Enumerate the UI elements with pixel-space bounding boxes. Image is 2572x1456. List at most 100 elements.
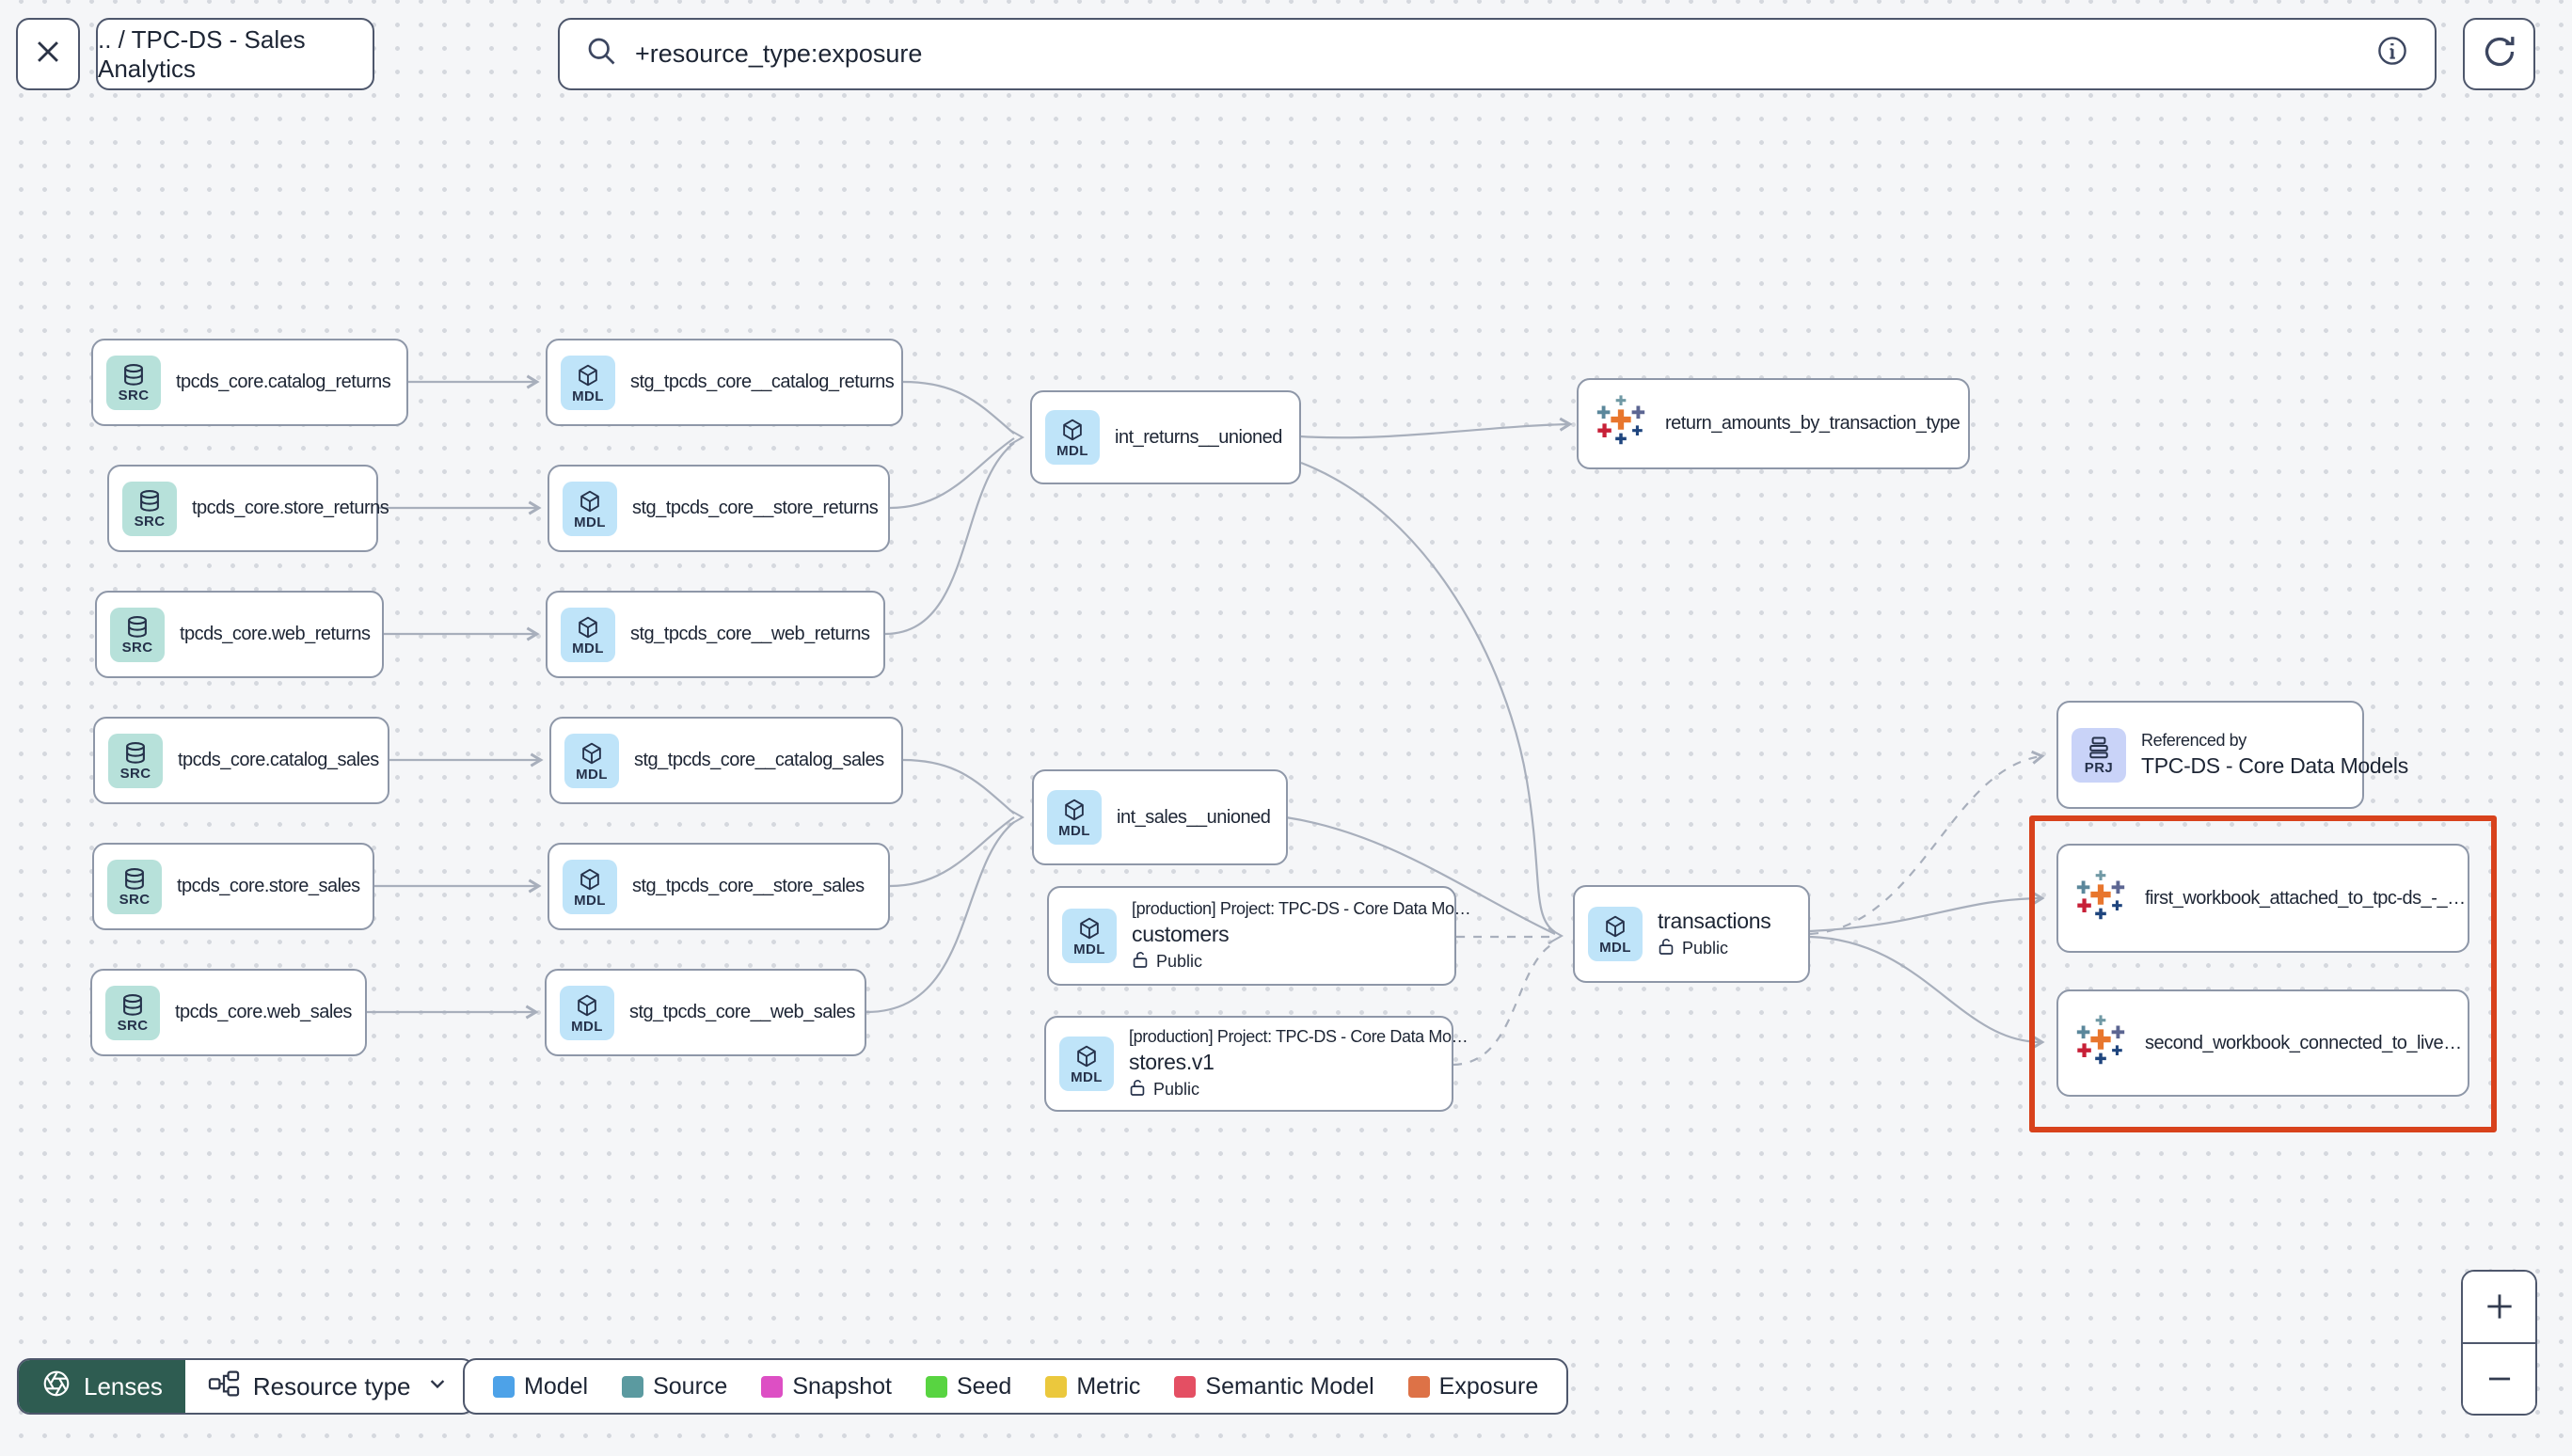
- legend-swatch: [1407, 1375, 1430, 1398]
- graph-node-stg-catalog-sales[interactable]: MDL stg_tpcds_core__catalog_sales: [549, 717, 903, 804]
- resource-type-label: Resource type: [252, 1371, 411, 1401]
- access-label: Public: [1129, 1078, 1468, 1101]
- model-badge-icon: MDL: [1588, 907, 1643, 961]
- source-badge-icon: SRC: [110, 607, 165, 662]
- node-title: int_returns__unioned: [1115, 426, 1282, 448]
- chevron-down-icon: [424, 1370, 451, 1403]
- node-title: tpcds_core.web_sales: [175, 1002, 352, 1022]
- unlock-icon: [1129, 1078, 1146, 1101]
- node-project-label: [production] Project: TPC-DS - Core Data…: [1129, 1026, 1469, 1046]
- model-badge-icon: MDL: [1047, 790, 1102, 845]
- node-title: stg_tpcds_core__web_returns: [630, 624, 870, 644]
- legend-swatch: [925, 1375, 947, 1398]
- node-title: second_workbook_connected_to_live…: [2145, 1032, 2462, 1053]
- graph-node-stg-store-sales[interactable]: MDL stg_tpcds_core__store_sales: [548, 843, 890, 930]
- node-project-label: [production] Project: TPC-DS - Core Data…: [1132, 898, 1471, 918]
- graph-node-mdl-customers[interactable]: MDL [production] Project: TPC-DS - Core D…: [1047, 886, 1471, 986]
- tableau-exposure-icon: [2072, 867, 2130, 930]
- legend-swatch: [1045, 1375, 1068, 1398]
- node-title: transactions: [1658, 908, 1771, 933]
- node-title: tpcds_core.catalog_returns: [176, 372, 391, 392]
- graph-node-src-catalog-returns[interactable]: SRC tpcds_core.catalog_returns: [91, 339, 408, 426]
- model-badge-icon: MDL: [1062, 909, 1117, 963]
- legend-label: Snapshot: [792, 1372, 892, 1400]
- graph-node-src-catalog-sales[interactable]: SRC tpcds_core.catalog_sales: [93, 717, 389, 804]
- node-title: tpcds_core.catalog_sales: [178, 750, 379, 770]
- search-icon: [584, 34, 618, 74]
- tableau-exposure-icon: [1592, 392, 1650, 455]
- unlock-icon: [1132, 950, 1149, 973]
- legend-item-seed: Seed: [925, 1373, 1011, 1401]
- node-title: first_workbook_attached_to_tpc-ds_-_…: [2145, 887, 2466, 909]
- model-badge-icon: MDL: [1059, 1037, 1114, 1091]
- graph-node-int-returns-unioned[interactable]: MDL int_returns__unioned: [1030, 390, 1301, 484]
- zoom-in-button[interactable]: [2463, 1272, 2535, 1342]
- model-badge-icon: MDL: [1045, 410, 1100, 465]
- model-badge-icon: MDL: [563, 859, 617, 914]
- model-badge-icon: MDL: [563, 481, 617, 536]
- graph-node-mdl-stores[interactable]: MDL [production] Project: TPC-DS - Core D…: [1044, 1016, 1469, 1112]
- aperture-icon: [41, 1369, 71, 1405]
- graph-node-prj-referenced[interactable]: PRJ Referenced by TPC-DS - Core Data Model…: [2056, 701, 2408, 809]
- node-title: stg_tpcds_core__store_returns: [632, 498, 879, 518]
- graph-node-src-store-returns[interactable]: SRC tpcds_core.store_returns: [107, 465, 389, 552]
- node-title: stg_tpcds_core__catalog_returns: [630, 372, 895, 392]
- legend-swatch: [761, 1375, 784, 1398]
- access-label: Public: [1658, 937, 1770, 960]
- node-title: tpcds_core.store_returns: [192, 498, 389, 518]
- legend-label: Source: [653, 1372, 728, 1400]
- breadcrumb-label: .. / TPC-DS - Sales Analytics: [98, 24, 306, 83]
- minus-icon: [2488, 1377, 2510, 1381]
- search-input[interactable]: +resource_type:exposure: [558, 18, 2437, 90]
- legend-item-exposure: Exposure: [1407, 1373, 1538, 1401]
- legend-swatch: [622, 1375, 644, 1398]
- node-title: TPC-DS - Core Data Models: [2141, 753, 2408, 778]
- graph-node-int-sales-unioned[interactable]: MDL int_sales__unioned: [1032, 769, 1288, 865]
- refresh-button[interactable]: [2463, 18, 2535, 90]
- legend-item-snapshot: Snapshot: [761, 1373, 892, 1401]
- resource-type-dropdown[interactable]: Resource type: [185, 1369, 473, 1404]
- graph-node-exp-first-workbook[interactable]: first_workbook_attached_to_tpc-ds_-_…: [2056, 844, 2469, 953]
- resource-type-icon: [208, 1369, 240, 1404]
- node-title: return_amounts_by_transaction_type: [1665, 413, 1961, 434]
- project-badge-icon: PRJ: [2072, 727, 2126, 783]
- tableau-exposure-icon: [2072, 1012, 2130, 1075]
- node-title: tpcds_core.store_sales: [177, 876, 360, 896]
- source-badge-icon: SRC: [105, 985, 160, 1040]
- legend-item-source: Source: [622, 1373, 727, 1401]
- legend-label: Semantic Model: [1205, 1372, 1374, 1400]
- referenced-by-label: Referenced by: [2141, 731, 2247, 750]
- graph-node-src-web-sales[interactable]: SRC tpcds_core.web_sales: [90, 969, 367, 1056]
- legend-label: Model: [524, 1372, 589, 1400]
- breadcrumb[interactable]: .. / TPC-DS - Sales Analytics: [96, 18, 374, 90]
- source-badge-icon: SRC: [108, 733, 163, 788]
- graph-node-stg-store-returns[interactable]: MDL stg_tpcds_core__store_returns: [548, 465, 890, 552]
- legend-item-model: Model: [493, 1373, 588, 1401]
- node-title: stg_tpcds_core__catalog_sales: [634, 750, 884, 770]
- graph-node-src-web-returns[interactable]: SRC tpcds_core.web_returns: [95, 591, 384, 678]
- node-title: int_sales__unioned: [1117, 806, 1271, 828]
- close-icon: [32, 36, 64, 72]
- model-badge-icon: MDL: [564, 733, 619, 788]
- source-badge-icon: SRC: [122, 481, 177, 536]
- graph-node-exp-return-amounts[interactable]: return_amounts_by_transaction_type: [1577, 378, 1970, 469]
- info-icon[interactable]: [2374, 33, 2410, 75]
- legend-label: Metric: [1076, 1372, 1141, 1400]
- node-title: stg_tpcds_core__store_sales: [632, 876, 865, 896]
- lenses-toggle[interactable]: Lenses: [19, 1360, 185, 1413]
- graph-node-exp-second-workbook[interactable]: second_workbook_connected_to_live…: [2056, 989, 2469, 1097]
- lenses-label: Lenses: [84, 1371, 163, 1401]
- node-title: customers: [1132, 921, 1230, 946]
- zoom-out-button[interactable]: [2463, 1341, 2535, 1414]
- source-badge-icon: SRC: [106, 355, 161, 410]
- close-button[interactable]: [16, 18, 80, 90]
- access-label: Public: [1132, 950, 1470, 973]
- node-title: tpcds_core.web_returns: [180, 624, 371, 644]
- model-badge-icon: MDL: [560, 985, 614, 1040]
- node-title: stores.v1: [1129, 1049, 1215, 1074]
